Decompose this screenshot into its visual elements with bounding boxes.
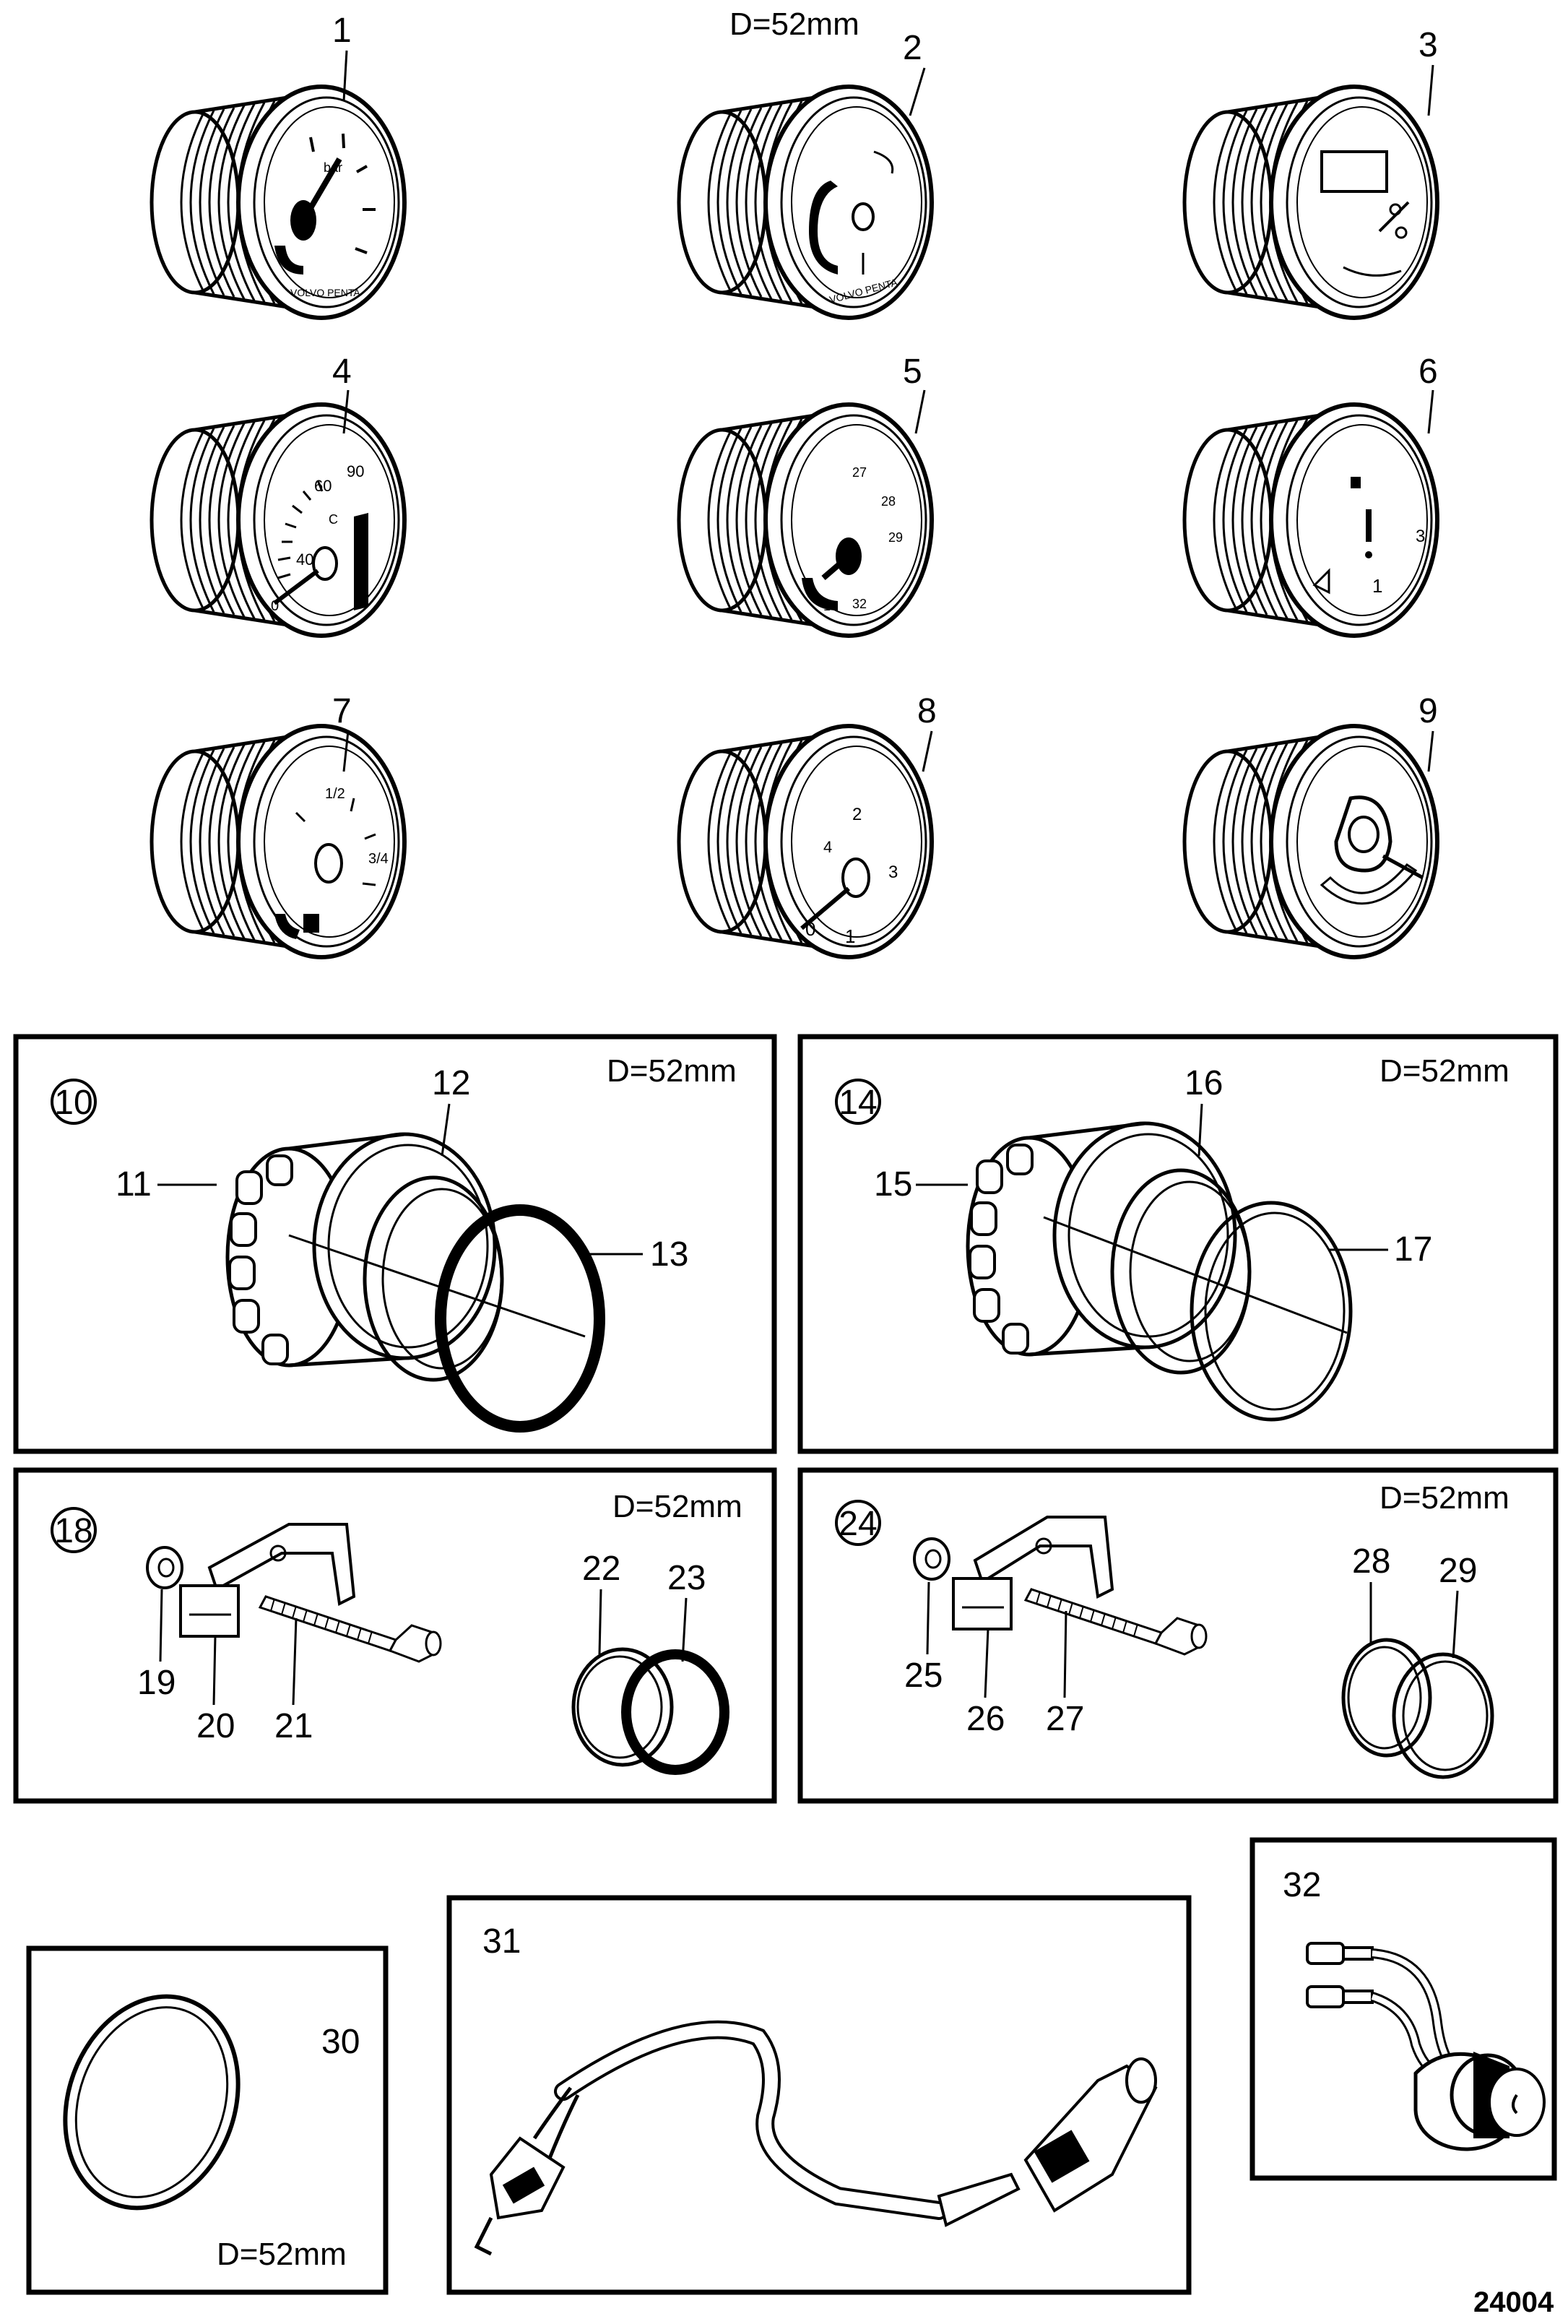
- gauge-6: 1 3: [1184, 405, 1437, 636]
- kit-10-dimension: D=52mm: [607, 1053, 737, 1089]
- svg-text:27: 27: [852, 465, 867, 480]
- kit-18-panel: 18 D=52mm 19 20 21: [13, 1467, 777, 1804]
- gauge-2: VOLVO PENTA: [679, 87, 932, 318]
- kit-24-panel: 24 D=52mm 25 26 27 28 29: [797, 1467, 1559, 1804]
- callout-29: 29: [1439, 1552, 1477, 1590]
- callout-21: 21: [274, 1707, 313, 1745]
- svg-text:3/4: 3/4: [368, 851, 389, 867]
- svg-text:1: 1: [845, 925, 855, 947]
- kit-10-panel: 10 D=52mm 11 12 13: [13, 1034, 777, 1454]
- kit-18-circle-label: 18: [54, 1512, 92, 1550]
- svg-text:VOLVO PENTA: VOLVO PENTA: [290, 287, 360, 298]
- callout-1: 1: [332, 12, 352, 50]
- callout-16: 16: [1184, 1064, 1223, 1102]
- callout-8: 8: [917, 692, 937, 730]
- part-30-dimension: D=52mm: [217, 2237, 347, 2272]
- svg-text:60: 60: [314, 477, 332, 495]
- kit-10-circle-label: 10: [54, 1084, 92, 1122]
- svg-text:28: 28: [881, 494, 896, 509]
- callout-20: 20: [196, 1707, 235, 1745]
- svg-text:2: 2: [852, 805, 862, 824]
- callout-12: 12: [432, 1064, 470, 1102]
- svg-text:1: 1: [1372, 575, 1382, 597]
- callout-23: 23: [667, 1559, 706, 1597]
- kit-24-dimension: D=52mm: [1379, 1480, 1509, 1516]
- callout-9: 9: [1418, 692, 1438, 730]
- svg-text:3: 3: [1416, 527, 1425, 546]
- callout-19: 19: [137, 1664, 176, 1702]
- svg-text:90: 90: [347, 462, 364, 480]
- callout-11: 11: [116, 1165, 152, 1204]
- svg-text:1/2: 1/2: [325, 786, 345, 802]
- callout-7: 7: [332, 692, 352, 730]
- callout-26: 26: [966, 1700, 1005, 1738]
- kit-14-dimension: D=52mm: [1379, 1053, 1509, 1089]
- gauge-3: [1184, 87, 1437, 318]
- svg-text:C: C: [329, 512, 338, 527]
- callout-22: 22: [582, 1550, 620, 1588]
- svg-text:40: 40: [296, 550, 313, 569]
- gauge-4: 0 40 60 90 C: [152, 405, 404, 636]
- callout-13: 13: [650, 1235, 688, 1274]
- callout-27: 27: [1046, 1700, 1084, 1738]
- svg-text:0: 0: [805, 918, 815, 940]
- gauge-9: [1184, 726, 1437, 957]
- part-30-panel: 30 D=52mm: [26, 1945, 389, 2295]
- kit-14-circle-label: 14: [839, 1084, 877, 1122]
- svg-text:4: 4: [823, 838, 832, 856]
- gauge-1: bar VOLVO PENTA: [152, 87, 404, 318]
- svg-text:bar: bar: [324, 160, 342, 175]
- callout-17: 17: [1394, 1230, 1432, 1269]
- callout-30: 30: [321, 2023, 360, 2061]
- gauge-5: 16 32 27 28 29: [679, 405, 932, 636]
- svg-text:32: 32: [852, 597, 867, 611]
- part-32-panel: 32: [1249, 1837, 1557, 2181]
- kit-18-dimension: D=52mm: [612, 1489, 742, 1524]
- callout-4: 4: [332, 353, 352, 391]
- top-dimension-label: D=52mm: [729, 7, 859, 42]
- callout-5: 5: [903, 353, 922, 391]
- kit-24-circle-label: 24: [839, 1505, 877, 1543]
- callout-3: 3: [1418, 26, 1438, 64]
- callout-28: 28: [1352, 1542, 1390, 1581]
- svg-text:3: 3: [888, 863, 898, 882]
- callout-31: 31: [482, 1922, 521, 1961]
- svg-text:29: 29: [888, 530, 903, 545]
- svg-text:16: 16: [823, 599, 838, 613]
- callout-15: 15: [874, 1165, 912, 1204]
- gauge-7: 1/2 3/4: [152, 726, 404, 957]
- part-31-panel: 31: [446, 1895, 1192, 2295]
- callout-6: 6: [1418, 353, 1438, 391]
- gauge-8: 0 1 2 3 4: [679, 726, 932, 957]
- callout-32: 32: [1283, 1866, 1321, 1904]
- kit-14-panel: 14 D=52mm 15 16 17: [797, 1034, 1559, 1454]
- figure-number: 24004: [1473, 2286, 1554, 2318]
- callout-25: 25: [904, 1656, 943, 1695]
- svg-text:0: 0: [271, 598, 279, 614]
- callout-2: 2: [903, 29, 922, 67]
